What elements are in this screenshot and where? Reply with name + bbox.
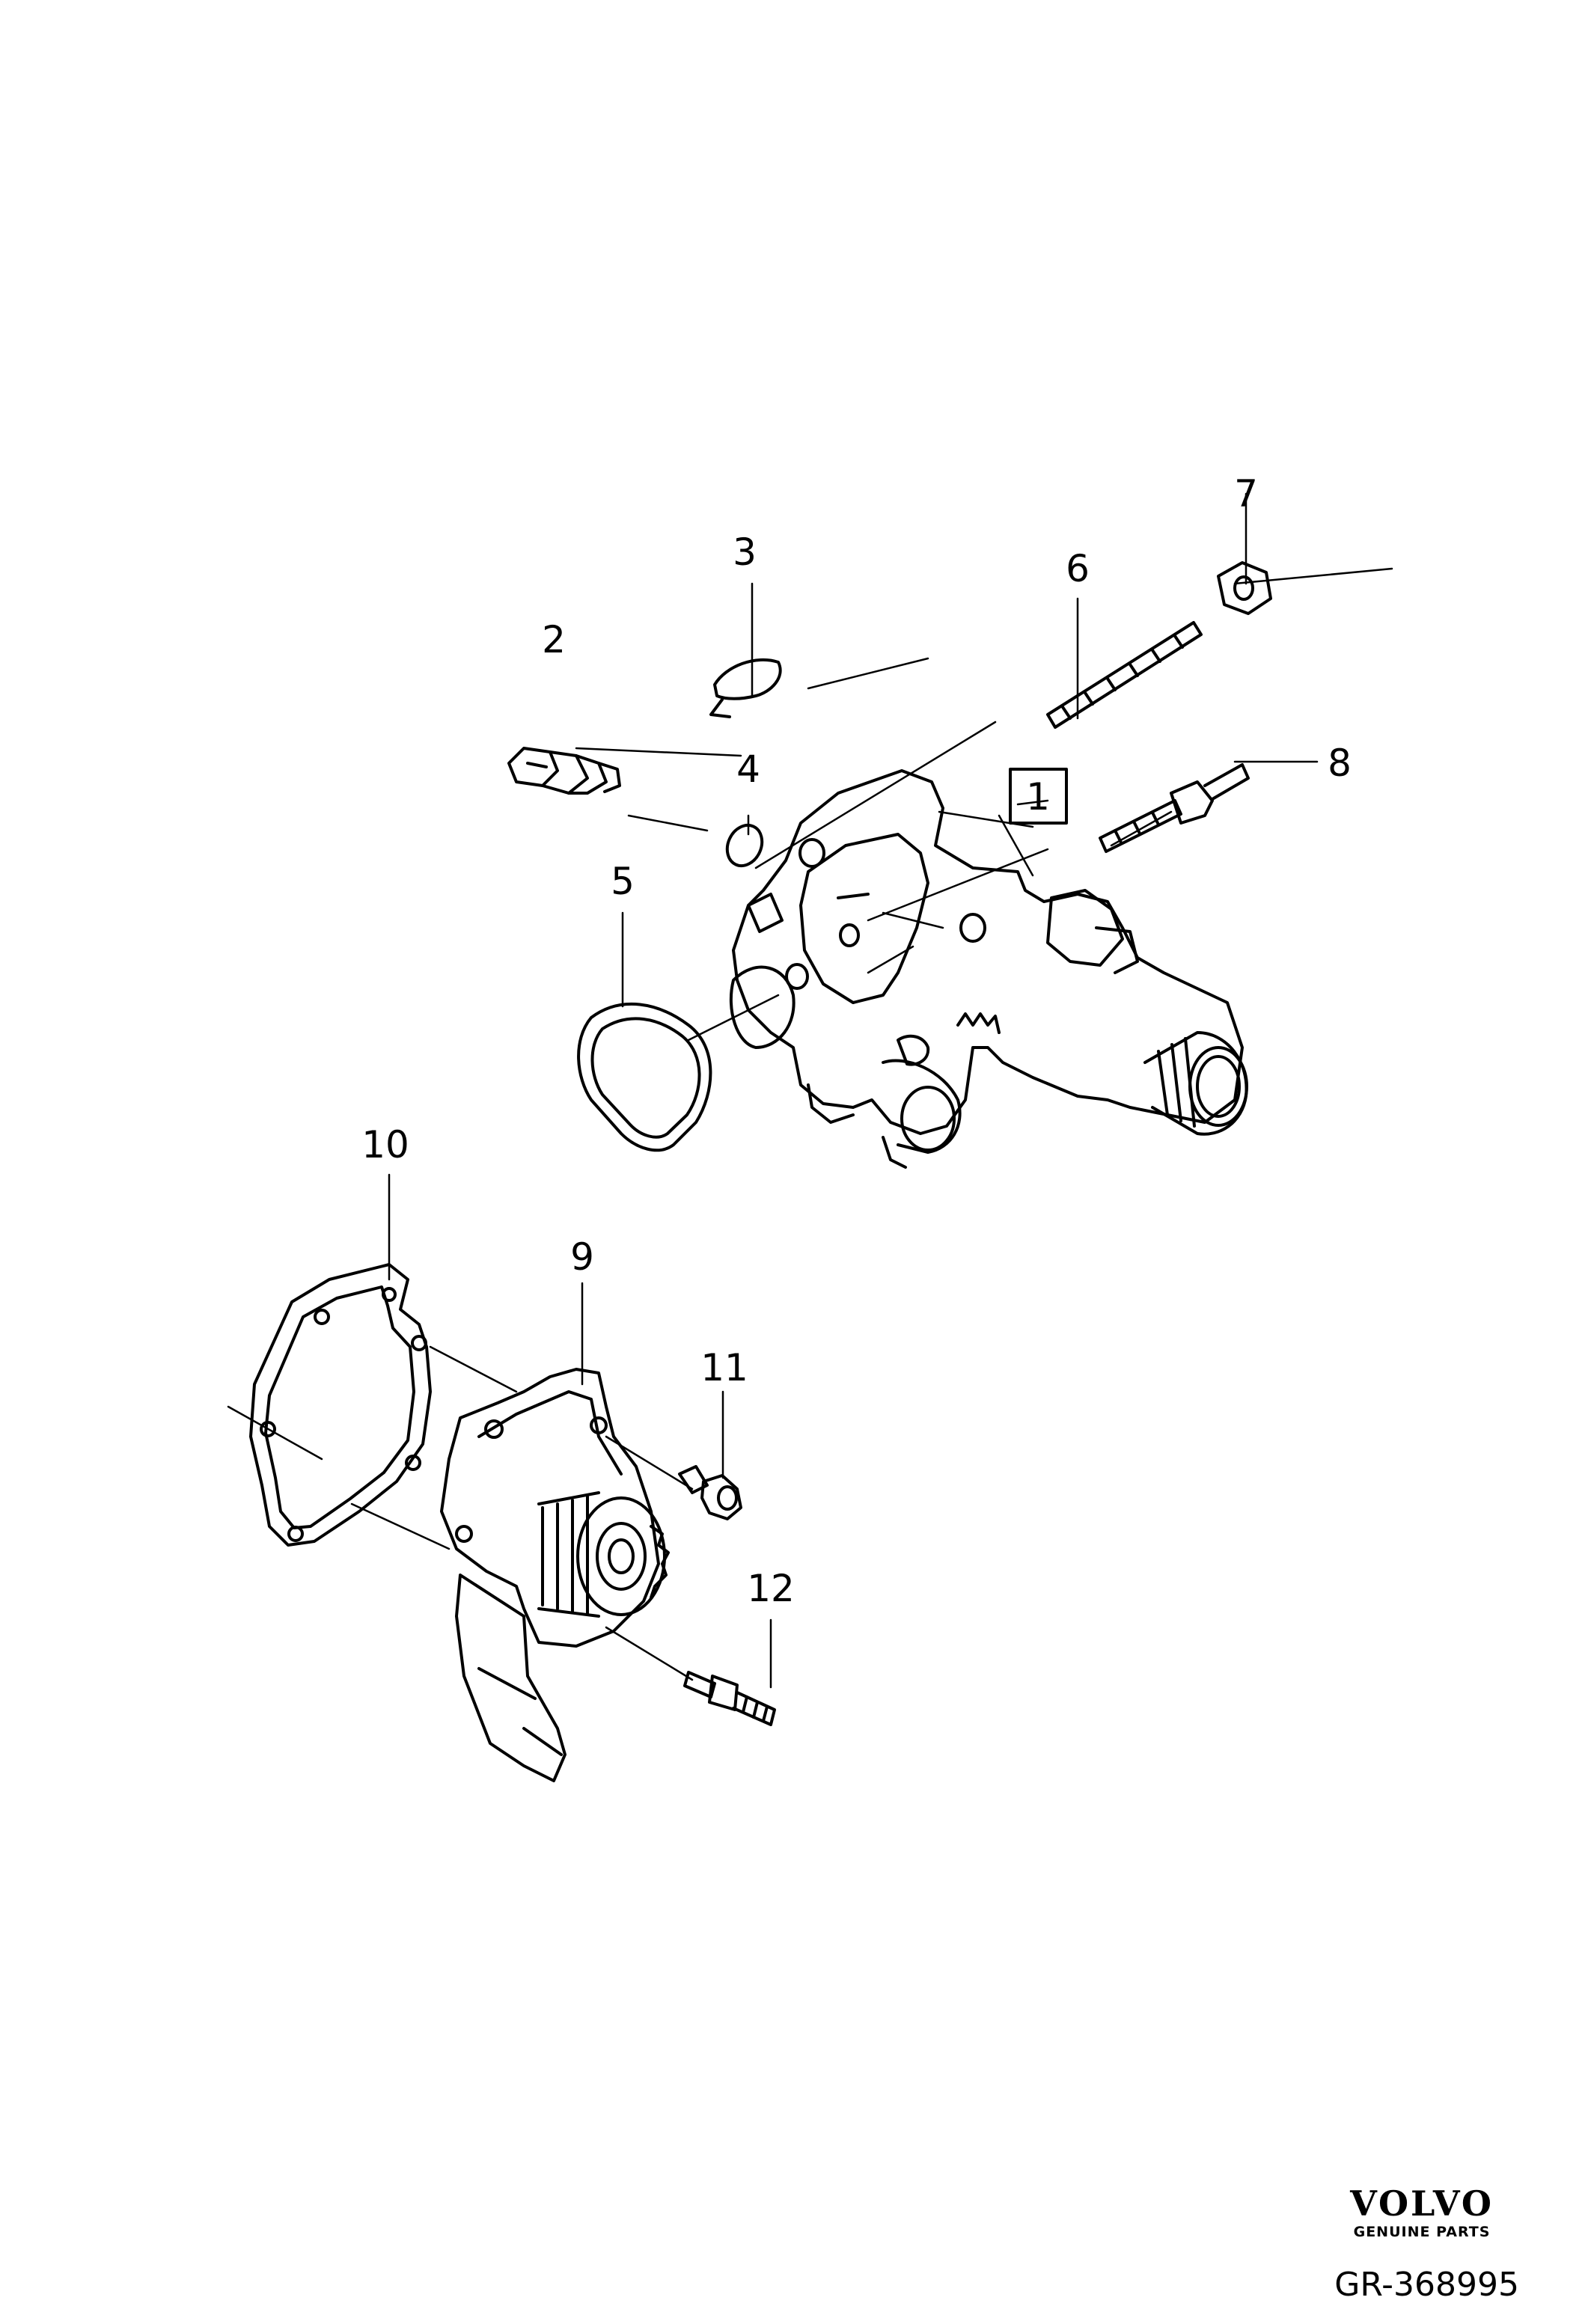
callout-3: 3 [733, 530, 757, 574]
brand-logo: VOLVO GENUINE PARTS [1325, 2185, 1519, 2242]
pump-gasket-icon [249, 1263, 432, 1547]
callout-9: 9 [570, 1235, 594, 1279]
callout-7: 7 [1234, 472, 1258, 516]
temperature-sensor-icon [507, 747, 621, 795]
nut-icon [1217, 561, 1272, 615]
pump-stud-icon [683, 1671, 776, 1726]
callout-4: 4 [736, 747, 760, 791]
callouts: 1 2 3 4 5 6 7 8 9 10 11 12 [361, 472, 1352, 1610]
callout-11: 11 [700, 1346, 748, 1389]
callout-5: 5 [611, 860, 635, 903]
callout-8: 8 [1328, 741, 1352, 785]
callout-1: 1 [1026, 775, 1050, 819]
stud-icon [1046, 621, 1203, 729]
brand-name: VOLVO [1350, 2183, 1494, 2224]
diagram-reference: GR-368995 [1334, 2266, 1519, 2304]
pump-bolt-icon [678, 1465, 742, 1520]
callout-12: 12 [747, 1567, 795, 1610]
bolt-icon [1099, 763, 1250, 853]
clip-icon [709, 658, 782, 718]
callout-box-1 [1009, 768, 1068, 825]
thermostat-housing-icon [729, 769, 1248, 1169]
callout-10: 10 [361, 1123, 409, 1166]
callout-6: 6 [1066, 547, 1090, 590]
callout-2: 2 [542, 618, 566, 661]
gasket-icon [577, 1002, 712, 1152]
o-ring-icon [725, 823, 764, 868]
water-pump-icon [440, 1368, 670, 1782]
brand-subtitle: GENUINE PARTS [1353, 2224, 1491, 2240]
